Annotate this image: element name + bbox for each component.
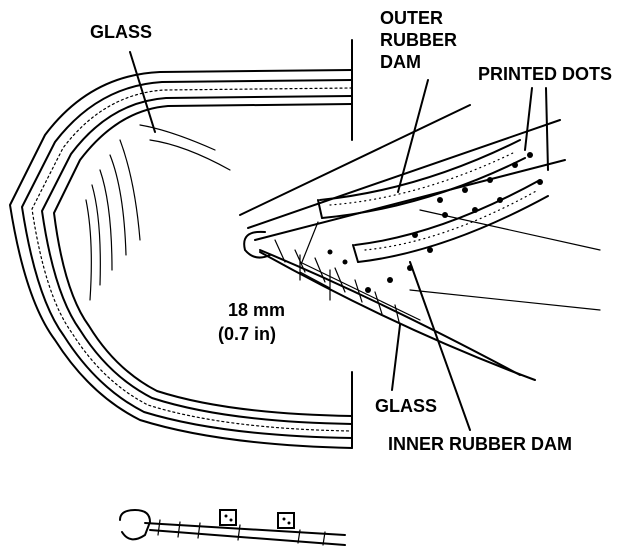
label-inner-rubber-dam: INNER RUBBER DAM bbox=[388, 434, 572, 454]
label-outer-rubber-dam-line3: DAM bbox=[380, 52, 421, 72]
leader-printed-dots-1 bbox=[524, 87, 533, 151]
label-dimension-mm: 18 mm bbox=[228, 300, 285, 320]
bottom-cross-section bbox=[119, 509, 346, 546]
leader-glass-bottom bbox=[391, 324, 401, 391]
outer-rubber-dam bbox=[317, 139, 526, 219]
label-outer-rubber-dam-line1: OUTER bbox=[380, 8, 443, 28]
label-glass-top: GLASS bbox=[90, 22, 152, 42]
body-flange-section bbox=[239, 104, 601, 381]
label-printed-dots: PRINTED DOTS bbox=[478, 64, 612, 84]
leader-glass-top bbox=[129, 51, 156, 133]
printed-dots bbox=[327, 152, 543, 293]
dimension-18mm bbox=[299, 221, 331, 301]
label-outer-rubber-dam-line2: RUBBER bbox=[380, 30, 457, 50]
leader-printed-dots-2 bbox=[545, 87, 549, 171]
label-glass-bottom: GLASS bbox=[375, 396, 437, 416]
leader-inner-rubber-dam bbox=[409, 261, 471, 431]
windshield-glass-corner bbox=[9, 39, 353, 449]
inner-rubber-dam bbox=[352, 179, 549, 263]
leader-outer-rubber-dam bbox=[397, 79, 429, 193]
glass-edge-hatching bbox=[274, 239, 401, 327]
label-dimension-in: (0.7 in) bbox=[218, 324, 276, 344]
